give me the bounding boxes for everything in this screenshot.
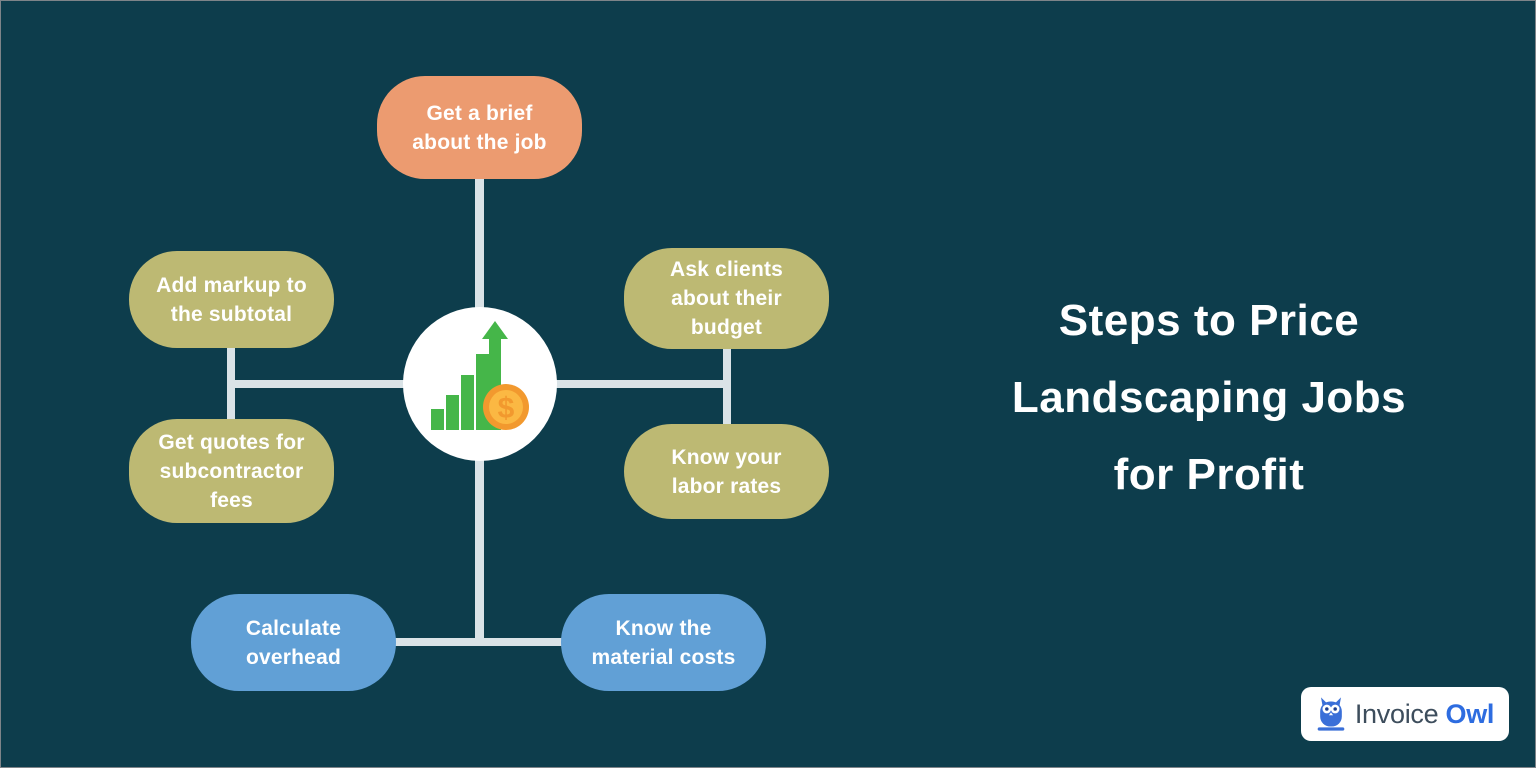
connector-right-vertical: [723, 341, 731, 429]
step-calculate-overhead: Calculate overhead: [191, 594, 396, 691]
owl-icon: [1317, 697, 1345, 731]
step-know-labor: Know your labor rates: [624, 424, 829, 519]
connector-left-horizontal: [229, 380, 419, 388]
connector-bottom-vertical: [475, 451, 484, 646]
step-get-quotes: Get quotes for subcontractor fees: [129, 419, 334, 523]
center-node: $: [403, 307, 557, 461]
step-label-line: about the job: [412, 130, 547, 154]
step-label-line: material costs: [591, 645, 736, 669]
logo-text-owl: Owl: [1445, 698, 1495, 729]
step-label-line: Add markup to: [156, 273, 307, 297]
page-title: Steps to Price Landscaping Jobs for Prof…: [959, 282, 1459, 513]
logo-wordmark: Invoice Owl: [1354, 698, 1495, 730]
step-label-line: the subtotal: [170, 302, 293, 326]
step-label-line: Calculate: [245, 616, 342, 640]
step-label-line: subcontractor: [159, 459, 304, 483]
step-label-line: Know the: [615, 616, 712, 640]
title-line: Landscaping Jobs: [1011, 373, 1407, 422]
title-line: for Profit: [1113, 450, 1305, 499]
connector-top-vertical: [475, 171, 484, 316]
step-label-line: Ask clients: [669, 258, 784, 281]
connector-left-vertical: [227, 341, 235, 427]
dollar-sign: $: [498, 392, 515, 425]
step-label-line: fees: [210, 488, 253, 512]
step-label-line: budget: [690, 316, 763, 339]
title-line: Steps to Price: [1058, 296, 1360, 345]
step-label-line: about their: [671, 287, 782, 310]
step-add-markup: Add markup to the subtotal: [129, 251, 334, 348]
invoiceowl-logo: Invoice Owl: [1301, 687, 1509, 741]
step-know-materials: Know the material costs: [561, 594, 766, 691]
profit-growth-icon: $: [431, 321, 529, 430]
step-label-line: Get a brief: [426, 101, 533, 125]
logo-text-invoice: Invoice: [1354, 698, 1439, 729]
step-ask-clients: Ask clients about their budget: [624, 248, 829, 349]
step-label-line: overhead: [246, 645, 341, 669]
step-get-brief: Get a brief about the job: [377, 76, 582, 179]
step-label-line: labor rates: [671, 474, 782, 498]
step-label-line: Get quotes for: [158, 430, 305, 454]
connector-bottom-horizontal: [391, 638, 566, 646]
step-label-line: Know your: [671, 445, 782, 469]
connector-right-horizontal: [541, 380, 731, 388]
